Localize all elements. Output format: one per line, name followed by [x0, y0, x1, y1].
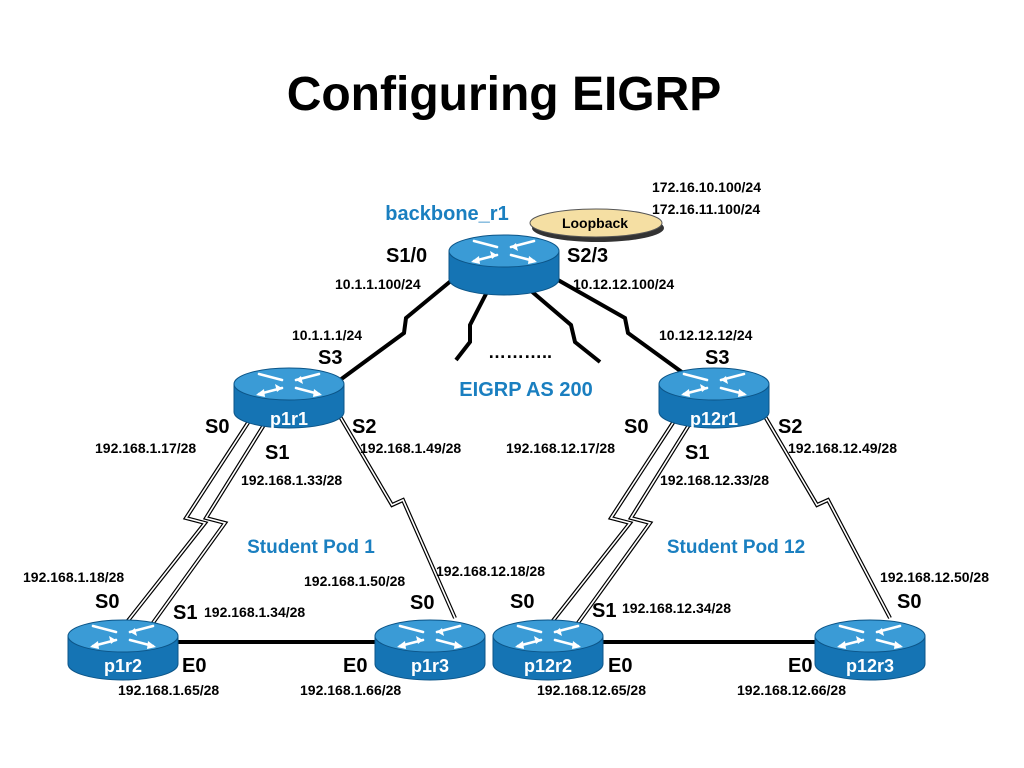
backbone-port-right: S2/3	[567, 245, 608, 267]
link-backbone-p12r1	[557, 278, 692, 380]
p12r2-s0-port: S0	[510, 591, 534, 613]
backbone-name: backbone_r1	[385, 203, 508, 225]
p12r2-e0-port: E0	[608, 655, 632, 677]
router-label-p1r1: p1r1	[270, 409, 308, 429]
p12r3-s0-port: S0	[897, 591, 921, 613]
p1r1-s2-ip: 192.168.1.49/28	[360, 440, 461, 456]
page-title: Configuring EIGRP	[287, 68, 722, 121]
router-label-p12r1: p12r1	[690, 409, 738, 429]
loopback-interface	[529, 208, 664, 242]
p1r1-s0-port: S0	[205, 416, 229, 438]
serial-links	[121, 278, 892, 644]
p1r2-e0-ip: 192.168.1.65/28	[118, 682, 219, 698]
p12r1-s2-port: S2	[778, 416, 802, 438]
eigrp-dots: ………..	[488, 342, 552, 362]
p1r3-s0-port: S0	[410, 592, 434, 614]
p12r1-s3-port: S3	[705, 347, 729, 369]
p12r1-s3-ip: 10.12.12.12/24	[659, 327, 753, 343]
router-label-p1r2: p1r2	[104, 656, 142, 676]
p1r3-e0-port: E0	[343, 655, 367, 677]
p12r1-s0-port: S0	[624, 416, 648, 438]
p12r1-s1-port: S1	[685, 442, 709, 464]
p12r2-s1-port: S1	[592, 600, 616, 622]
p1r3-e0-ip: 192.168.1.66/28	[300, 682, 401, 698]
p1r1-s2-port: S2	[352, 416, 376, 438]
p1r2-s0-ip: 192.168.1.18/28	[23, 569, 124, 585]
p1r2-s1-ip: 192.168.1.34/28	[204, 604, 305, 620]
link-backbone-p1r1	[338, 278, 454, 382]
p1r1-s1-port: S1	[265, 442, 289, 464]
router-backbone-r1[interactable]	[447, 233, 561, 297]
p12r1-s1-ip: 192.168.12.33/28	[660, 472, 769, 488]
backbone-ip-right: 10.12.12.100/24	[573, 276, 674, 292]
loopback-label: Loopback	[562, 215, 628, 231]
p12r3-s0-ip: 192.168.12.50/28	[880, 569, 989, 585]
router-label-p1r3: p1r3	[411, 656, 449, 676]
p12r1-s2-ip: 192.168.12.49/28	[788, 440, 897, 456]
p12r2-s1-ip: 192.168.12.34/28	[622, 600, 731, 616]
pod12-label: Student Pod 12	[667, 537, 805, 558]
link-backbone-eigrp-left	[454, 289, 490, 362]
p1r1-s3-ip: 10.1.1.1/24	[292, 327, 362, 343]
router-label-p12r3: p12r3	[846, 656, 894, 676]
p1r1-s0-ip: 192.168.1.17/28	[95, 440, 196, 456]
p1r2-s0-port: S0	[95, 591, 119, 613]
p12r3-e0-ip: 192.168.12.66/28	[737, 682, 846, 698]
p1r1-s3-port: S3	[318, 347, 342, 369]
p12r1-s0-ip: 192.168.12.17/28	[506, 440, 615, 456]
pod1-label: Student Pod 1	[247, 537, 375, 558]
p1r1-s1-ip: 192.168.1.33/28	[241, 472, 342, 488]
p1r3-s0-ip: 192.168.1.50/28	[304, 573, 405, 589]
loopback-ip-1: 172.16.10.100/24	[652, 179, 761, 195]
router-label-p12r2: p12r2	[524, 656, 572, 676]
p12r2-e0-ip: 192.168.12.65/28	[537, 682, 646, 698]
loopback-ip-2: 172.16.11.100/24	[652, 201, 760, 217]
p1r2-e0-port: E0	[182, 655, 206, 677]
backbone-port-left: S1/0	[386, 245, 427, 267]
eigrp-as-label: EIGRP AS 200	[459, 379, 592, 401]
link-backbone-eigrp-right	[528, 288, 602, 364]
p12r2-s0-ip: 192.168.12.18/28	[436, 563, 545, 579]
p1r2-s1-port: S1	[173, 602, 197, 624]
backbone-ip-left: 10.1.1.100/24	[335, 276, 421, 292]
p12r3-e0-port: E0	[788, 655, 812, 677]
